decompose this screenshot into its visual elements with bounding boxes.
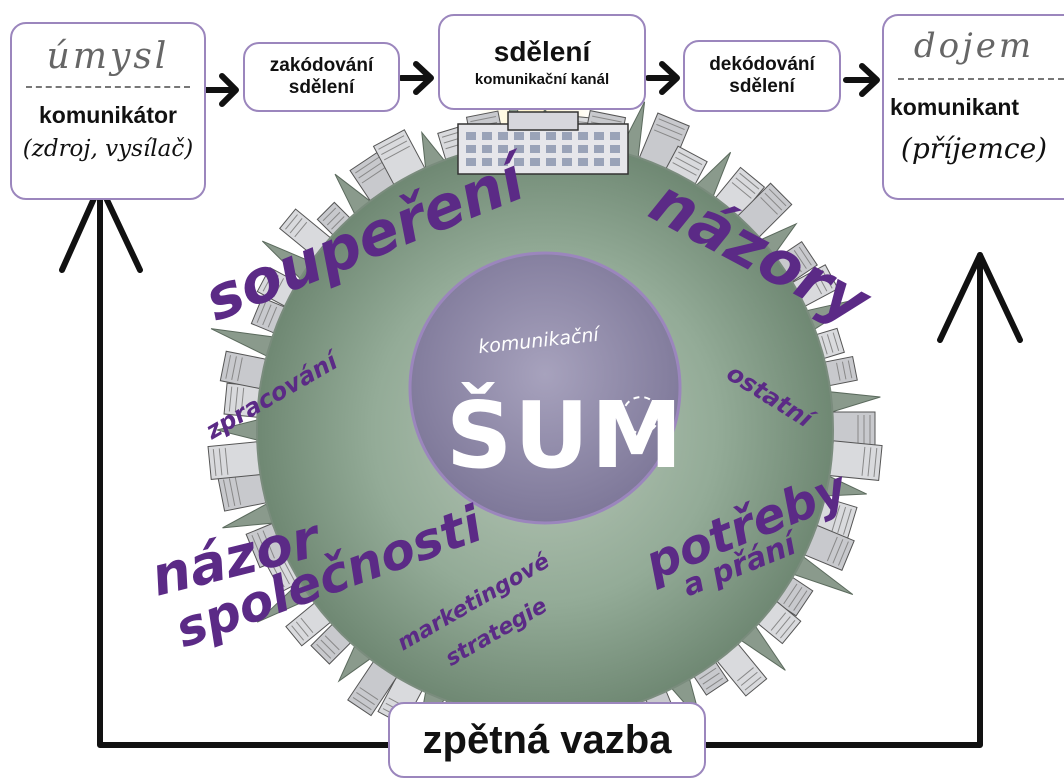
noise-label-big: ŠUM [446, 382, 685, 489]
building-icon [285, 602, 332, 647]
arrow-right-icon [645, 61, 680, 95]
feedback-line-right [702, 252, 983, 748]
message-box: sdělení komunikační kanál [438, 14, 646, 110]
decoding-box: dekódování sdělení [683, 40, 841, 112]
building-icon [250, 297, 285, 334]
encoding-box: zakódování sdělení [243, 42, 400, 112]
receiver-box: dojem komunikant (příjemce) [882, 14, 1064, 200]
building-icon [776, 241, 818, 283]
impression-label: dojem [913, 26, 1035, 66]
dashed-circle-icon [622, 396, 660, 434]
flow-arrows [203, 61, 880, 107]
message-title: sdělení [493, 36, 591, 67]
sender-box: úmysl komunikátor (zdroj, vysílač) [10, 22, 206, 200]
building-icon [824, 356, 858, 387]
arrow-right-icon [203, 73, 239, 107]
receiver-detail: (příjemce) [900, 132, 1048, 165]
building-icon [829, 440, 883, 481]
building-icon [693, 661, 729, 696]
encoding-label: zakódování sdělení [269, 55, 374, 98]
decoding-label: dekódování sdělení [709, 54, 815, 97]
noise-circle [408, 251, 682, 525]
sender-role: komunikátor [38, 102, 178, 128]
divider [898, 78, 1064, 80]
receiver-role: komunikant [890, 94, 1020, 120]
divider [26, 86, 190, 88]
building-icon [207, 441, 261, 480]
arrow-up-icon [937, 252, 1023, 343]
building-icon [316, 201, 351, 236]
building-icon [278, 208, 332, 258]
arrow-right-icon [843, 63, 880, 97]
intent-label: úmysl [46, 36, 170, 77]
building-icon [217, 468, 267, 512]
faculty-building-icon [457, 111, 629, 175]
feedback-label: zpětná vazba [422, 718, 672, 762]
feedback-line-left [97, 182, 393, 748]
tree-icon [830, 391, 881, 413]
feedback-box: zpětná vazba [388, 702, 706, 778]
message-channel: komunikační kanál [474, 71, 610, 88]
sender-detail: (zdroj, vysílač) [22, 136, 194, 162]
arrow-right-icon [398, 61, 434, 95]
